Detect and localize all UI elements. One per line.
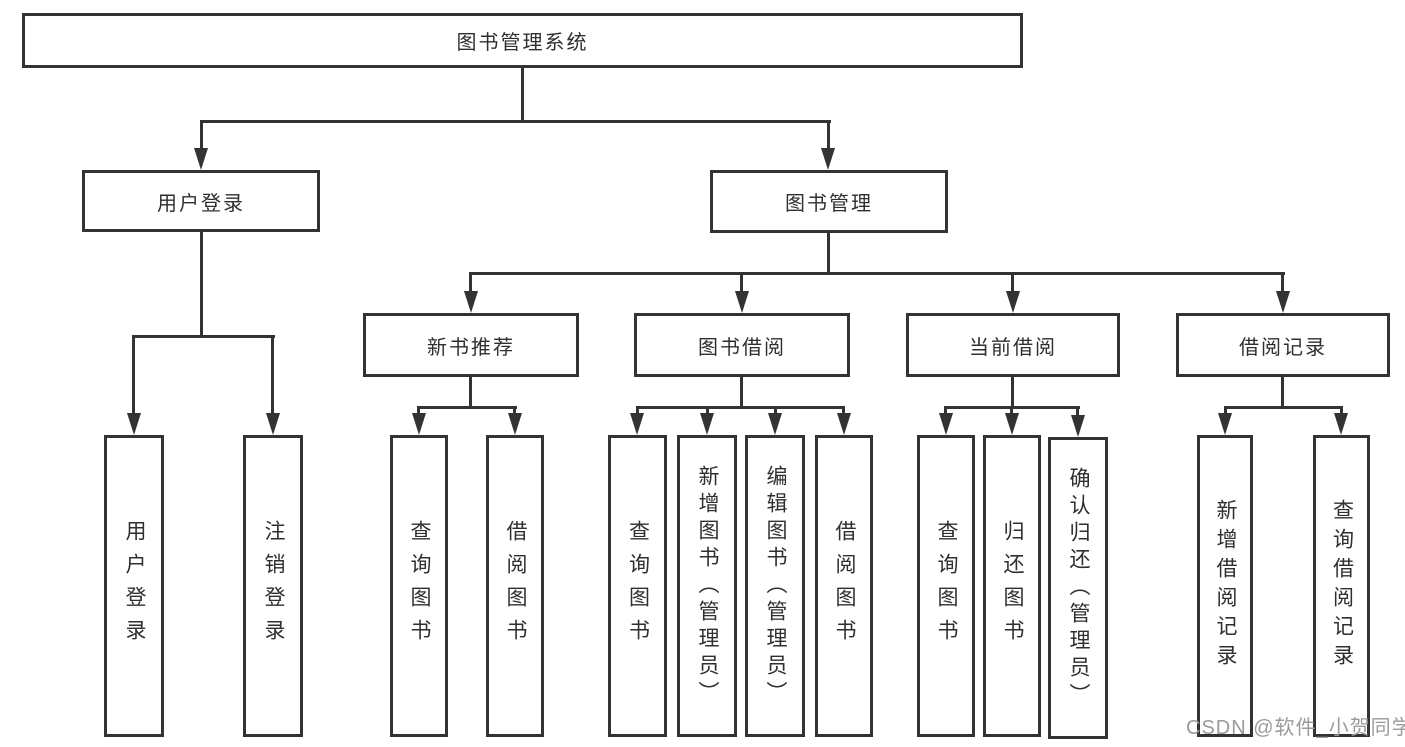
connector-borrowing-trunk [740,377,743,408]
arrowhead-book-borrowing [735,291,749,313]
connector-records-trunk [1281,377,1284,408]
connector-drop-leaf-logout [271,335,274,416]
connector-stub [706,406,709,416]
arrowhead-leaf [1218,413,1232,435]
arrowhead-leaf-user-login [127,413,141,435]
connector-stub [417,406,420,416]
connector-drop-new-book-recommend [469,272,472,294]
connector-stub [636,406,639,416]
leaf-logout: 注销登录 [243,435,303,737]
node-root: 图书管理系统 [22,13,1023,68]
arrowhead-user-login [194,148,208,170]
connector-drop-book-management [827,120,830,152]
node-user-login: 用户登录 [82,170,320,232]
arrowhead-leaf [1005,413,1019,435]
leaf-add-borrow-record: 新增借阅记录 [1197,435,1253,737]
arrowhead-new-book-recommend [464,291,478,313]
connector-book-management-trunk [827,232,830,275]
arrowhead-leaf [508,413,522,435]
arrowhead-leaf [837,413,851,435]
connector-stub [1340,406,1343,416]
leaf-confirm-return-admin: 确认归还（管理员） [1048,437,1108,739]
connector-stub [1010,406,1013,416]
node-new-book-recommend: 新书推荐 [363,313,579,377]
leaf-query-borrow-record: 查询借阅记录 [1313,435,1370,737]
leaf-add-book-admin: 新增图书（管理员） [677,435,737,737]
leaf-query-books-borrowing: 查询图书 [608,435,667,737]
connector-records-bus [1224,406,1343,409]
arrowhead-leaf-logout [266,413,280,435]
connector-stub [1076,406,1079,416]
leaf-borrow-books-borrowing: 借阅图书 [815,435,873,737]
connector-current-trunk [1011,377,1014,408]
arrowhead-leaf [700,413,714,435]
connector-drop-book-borrowing [740,272,743,294]
node-current-borrowing: 当前借阅 [906,313,1120,377]
arrowhead-leaf [768,413,782,435]
leaf-edit-book-admin: 编辑图书（管理员） [745,435,805,737]
connector-drop-current-borrowing [1011,272,1014,294]
connector-borrowing-bus [636,406,845,409]
connector-stub [944,406,947,416]
connector-stub [1224,406,1227,416]
connector-recommend-trunk [469,377,472,408]
connector-stub [513,406,516,416]
connector-user-login-bus [132,335,275,338]
connector-root-bus [200,120,831,123]
arrowhead-leaf [1071,415,1085,437]
connector-recommend-bus [417,406,517,409]
arrowhead-borrowing-records [1276,291,1290,313]
leaf-query-books-recommend: 查询图书 [390,435,448,737]
connector-drop-leaf-user-login [132,335,135,416]
arrowhead-book-management [821,148,835,170]
leaf-query-books-current: 查询图书 [917,435,975,737]
connector-drop-borrowing-records [1281,272,1284,294]
connector-root-trunk [521,66,524,120]
connector-level3-bus [469,272,1285,275]
connector-drop-user-login [200,120,203,152]
arrowhead-leaf [1334,413,1348,435]
node-borrowing-records: 借阅记录 [1176,313,1390,377]
arrowhead-leaf [630,413,644,435]
arrowhead-leaf [412,413,426,435]
connector-stub [842,406,845,416]
leaf-return-book: 归还图书 [983,435,1041,737]
connector-user-login-trunk [200,231,203,336]
arrowhead-current-borrowing [1006,291,1020,313]
arrowhead-leaf [939,413,953,435]
leaf-borrow-books-recommend: 借阅图书 [486,435,544,737]
connector-stub [774,406,777,416]
node-book-borrowing: 图书借阅 [634,313,850,377]
node-book-management: 图书管理 [710,170,948,233]
leaf-user-login: 用户登录 [104,435,164,737]
watermark: CSDN @软件_小贺同学 [1186,717,1405,739]
